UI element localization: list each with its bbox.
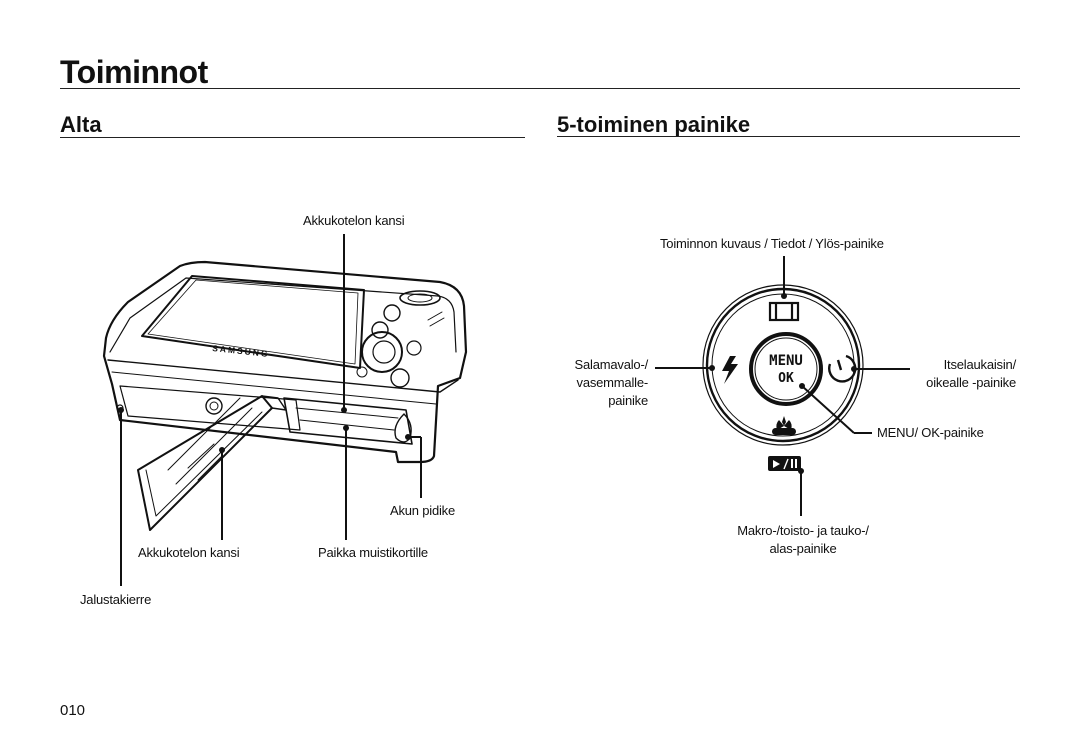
label-down-button-2: alas-painike <box>769 541 837 556</box>
flash-icon <box>722 356 738 384</box>
section-rule-left <box>60 137 525 138</box>
dial-ok-text: OK <box>778 371 794 386</box>
page-number: 010 <box>60 702 86 719</box>
label-left-button-1: Salamavalo-/ <box>574 357 649 372</box>
section-rule-right <box>557 136 1020 137</box>
label-battery-holder: Akun pidike <box>390 503 456 518</box>
label-right-button-1: Itselaukaisin/ <box>943 357 1017 372</box>
label-memory-card-slot: Paikka muistikortille <box>318 545 428 560</box>
play-pause-icon <box>768 456 801 471</box>
dial-menu-text: MENU <box>769 353 803 369</box>
label-right-button-2: oikealle -painike <box>926 375 1016 390</box>
camera-body-outline <box>102 260 468 464</box>
camera-lcd-screen <box>141 275 365 369</box>
label-left-button-2: vasemmalle- <box>576 375 649 390</box>
display-icon <box>768 301 800 322</box>
self-timer-icon <box>828 354 857 383</box>
label-up-button: Toiminnon kuvaus / Tiedot / Ylös-painike <box>660 236 884 251</box>
title-rule <box>60 88 1020 89</box>
label-battery-cover-bottom: Akkukotelon kansi <box>138 545 240 560</box>
camera-brand-text: SAMSUNG <box>212 343 270 359</box>
label-battery-cover-top: Akkukotelon kansi <box>303 213 405 228</box>
macro-icon <box>772 416 796 435</box>
label-left-button-3: painike <box>608 393 648 408</box>
label-tripod-socket: Jalustakierre <box>80 592 152 607</box>
section-heading-dial: 5-toiminen painike <box>557 112 751 137</box>
battery-cover-flap <box>137 395 273 531</box>
page-title: Toiminnot <box>60 54 208 90</box>
label-down-button-1: Makro-/toisto- ja tauko-/ <box>737 523 869 538</box>
section-heading-bottom: Alta <box>60 112 102 137</box>
label-menu-ok-button: MENU/ OK-painike <box>877 425 984 440</box>
